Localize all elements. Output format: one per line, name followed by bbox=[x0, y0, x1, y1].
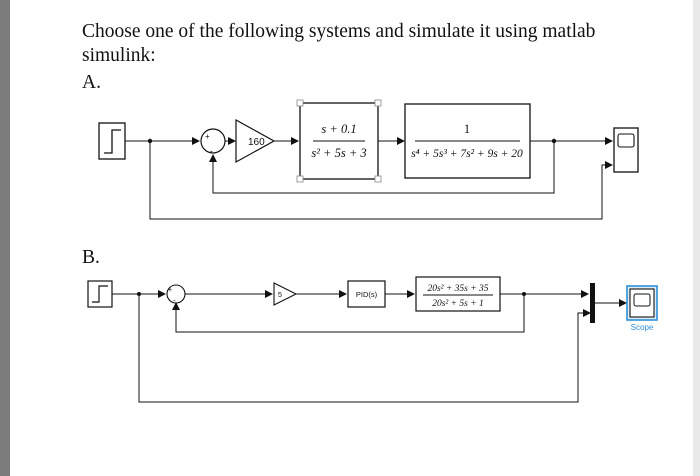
left-border bbox=[0, 0, 10, 476]
step-block-a bbox=[98, 122, 126, 160]
scope-block-b: Scope bbox=[626, 285, 658, 332]
sum-block-b: + - bbox=[166, 284, 186, 305]
wire-step-to-scope-a bbox=[149, 141, 613, 220]
sum-minus-sign-a: - bbox=[210, 146, 213, 156]
right-border bbox=[693, 0, 700, 476]
step-block-b bbox=[87, 280, 113, 308]
wire-feedback-a bbox=[209, 141, 555, 194]
gain-block-b: 5 bbox=[273, 282, 298, 306]
scope-block-a bbox=[613, 127, 639, 173]
tf-b-numerator: 20s² + 35s + 35 bbox=[427, 284, 488, 294]
tf2-numerator: 1 bbox=[464, 122, 470, 136]
wire-step-to-mux-b bbox=[138, 294, 591, 403]
sum-block-a: + - bbox=[200, 128, 226, 156]
diagram-b: + - 5 PID(s) 20s² + 35s + 35 20s² + 5s +… bbox=[87, 276, 658, 403]
transfer-function-1-a: s + 0.1 s² + 5s + 3 bbox=[296, 99, 382, 183]
sum-minus-sign-b: - bbox=[173, 296, 176, 305]
scope-label-b: Scope bbox=[631, 323, 654, 332]
diagram-a: + - 160 s + 0.1 s² + 5s + 3 1 s⁴ + bbox=[98, 99, 639, 220]
mux-block-b bbox=[590, 283, 595, 323]
transfer-function-2-a: 1 s⁴ + 5s³ + 7s² + 9s + 20 bbox=[404, 103, 531, 179]
sum-plus-sign-a: + bbox=[205, 132, 210, 141]
gain-value-b: 5 bbox=[278, 292, 282, 299]
option-b-label: B. bbox=[82, 247, 100, 268]
tf1-numerator: s + 0.1 bbox=[321, 122, 356, 136]
sum-plus-sign-b: + bbox=[168, 287, 172, 294]
tf2-denominator: s⁴ + 5s³ + 7s² + 9s + 20 bbox=[411, 148, 523, 160]
wire-feedback-b bbox=[172, 294, 525, 333]
tf1-denominator: s² + 5s + 3 bbox=[311, 146, 366, 160]
transfer-function-b: 20s² + 35s + 35 20s² + 5s + 1 bbox=[415, 276, 501, 312]
tf-b-denominator: 20s² + 5s + 1 bbox=[432, 299, 484, 309]
gain-block-a: 160 bbox=[235, 118, 276, 164]
gain-value-a: 160 bbox=[248, 137, 265, 148]
option-a-label: A. bbox=[82, 72, 101, 93]
pid-block-b: PID(s) bbox=[347, 280, 386, 308]
pid-label: PID(s) bbox=[356, 290, 378, 299]
question-text: Choose one of the following systems and … bbox=[82, 21, 596, 66]
